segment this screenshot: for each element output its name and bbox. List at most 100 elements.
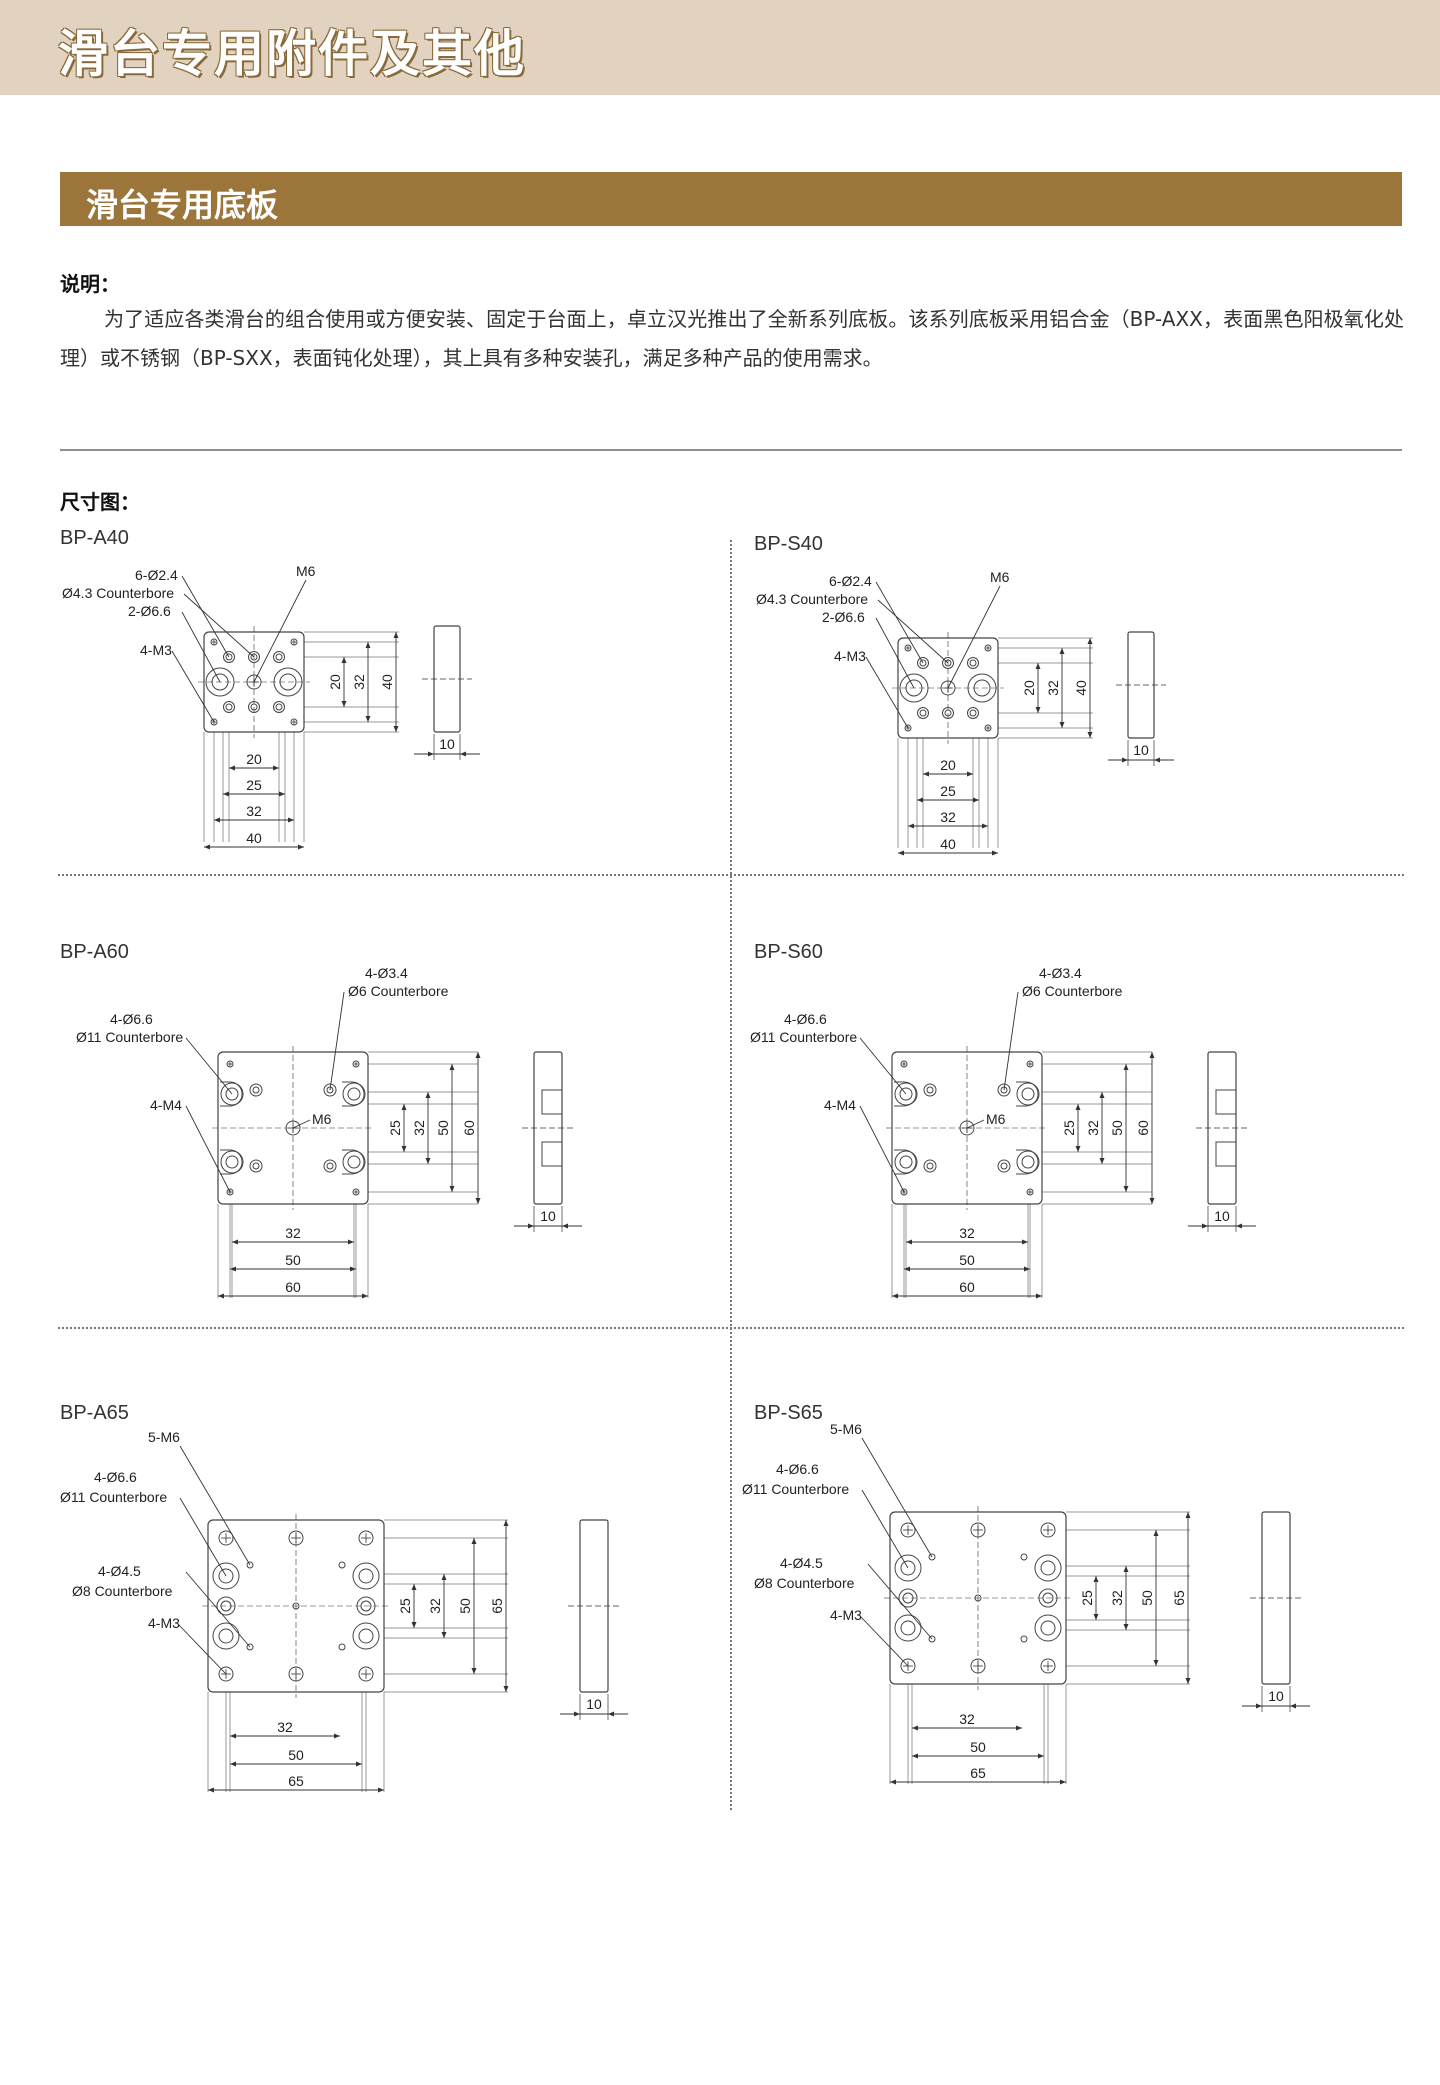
bp-a65-dim-v-0: 25 — [397, 1598, 413, 1614]
bp-a60-dim-h-2: 60 — [285, 1279, 301, 1295]
bp-a60-dim-v-3: 60 — [461, 1120, 477, 1136]
bp-s40-label-holes-a-cb: Ø4.3 Counterbore — [756, 591, 868, 607]
bp-a40-label-holes-a-cb: Ø4.3 Counterbore — [62, 585, 174, 601]
bp-s60-dim-h-2: 60 — [959, 1279, 975, 1295]
bp-s40-dim-thickness: 10 — [1133, 742, 1149, 758]
bp-a40-dim-thickness: 10 — [439, 736, 455, 752]
bp-a65-label-holes-a-cb: Ø11 Counterbore — [60, 1489, 167, 1505]
bp-s60-dim-v-1: 32 — [1085, 1120, 1101, 1136]
bp-s65-label-holes-c: 4-M3 — [830, 1607, 862, 1623]
bp-a65-dim-v-1: 32 — [427, 1598, 443, 1614]
bp-s65-dim-v-0: 25 — [1079, 1590, 1095, 1606]
bp-a65-dim-h-2: 65 — [288, 1773, 304, 1789]
bp-a65-dim-h-1: 50 — [288, 1747, 304, 1763]
bp-a40-dim-h-2: 32 — [246, 803, 262, 819]
bp-a65-label-holes-b-cb: Ø8 Counterbore — [72, 1583, 173, 1599]
bp-a40-label-holes-c: 4-M3 — [140, 642, 172, 658]
model-label-bp-s60: BP-S60 — [754, 941, 823, 963]
bp-a40-dim-h-3: 40 — [246, 830, 262, 846]
bp-s65-label-holes-a: 4-Ø6.6 — [776, 1461, 819, 1477]
bp-s40-label-holes-a: 6-Ø2.4 — [829, 573, 872, 589]
bp-s40-dim-h-2: 32 — [940, 809, 956, 825]
bp-a40-dim-v-2: 40 — [379, 674, 395, 690]
bp-s40-dim-h-3: 40 — [940, 836, 956, 852]
column-divider — [730, 540, 732, 1810]
bp-a60-label-center: M6 — [312, 1111, 332, 1127]
bp-s60-label-holes-a-cb: Ø6 Counterbore — [1022, 983, 1123, 999]
drawing-bp-s40: 6-Ø2.4Ø4.3 Counterbore 2-Ø6.6 4-M3 M6 20 32 40… — [756, 569, 1174, 856]
drawing-bp-a40: 6-Ø2.4Ø4.3 Counterbore 2-Ø6.6 4-M3 M6 20 32 40… — [62, 563, 480, 850]
section-title: 滑台专用底板 — [86, 186, 279, 224]
bp-a65-label-holes-c: 4-M3 — [148, 1615, 180, 1631]
bp-s65-label-holes-b: 4-Ø4.5 — [780, 1555, 823, 1571]
bp-a65-label-holes-top: 5-M6 — [148, 1429, 180, 1445]
model-label-bp-a40: BP-A40 — [60, 527, 129, 549]
section-divider — [60, 449, 1402, 451]
model-label-bp-s65: BP-S65 — [754, 1402, 823, 1424]
page-title: 滑台专用附件及其他 — [58, 25, 526, 83]
bp-a65-label-holes-b: 4-Ø4.5 — [98, 1563, 141, 1579]
description-text: 为了适应各类滑台的组合使用或方便安装、固定于台面上，卓立汉光推出了全新系列底板。… — [60, 307, 1404, 370]
bp-s40-label-holes-c: 4-M3 — [834, 648, 866, 664]
header-band — [0, 0, 1440, 95]
bp-a60-dim-thickness: 10 — [540, 1208, 556, 1224]
bp-s40-dim-v-1: 32 — [1045, 680, 1061, 696]
bp-s40-dim-v-0: 20 — [1021, 680, 1037, 696]
bp-a60-label-holes-b-cb: Ø11 Counterbore — [76, 1029, 183, 1045]
bp-a40-dim-v-1: 32 — [351, 674, 367, 690]
model-label-bp-a65: BP-A65 — [60, 1402, 129, 1424]
bp-a60-dim-v-2: 50 — [435, 1120, 451, 1136]
bp-a40-label-center: M6 — [296, 563, 316, 579]
bp-s65-dim-v-3: 65 — [1171, 1590, 1187, 1606]
bp-s40-label-center: M6 — [990, 569, 1010, 585]
bp-a65-dim-v-3: 65 — [489, 1598, 505, 1614]
bp-s60-label-holes-a: 4-Ø3.4 — [1039, 965, 1082, 981]
bp-s65-label-holes-top: 5-M6 — [830, 1421, 862, 1437]
model-label-bp-a60: BP-A60 — [60, 941, 129, 963]
bp-s60-dim-v-3: 60 — [1135, 1120, 1151, 1136]
bp-a40-dim-h-1: 25 — [246, 777, 262, 793]
bp-a40-dim-h-0: 20 — [246, 751, 262, 767]
bp-s60-dim-thickness: 10 — [1214, 1208, 1230, 1224]
bp-s60-label-center: M6 — [986, 1111, 1006, 1127]
bp-s65-dim-thickness: 10 — [1268, 1688, 1284, 1704]
bp-a60-label-holes-a: 4-Ø3.4 — [365, 965, 408, 981]
bp-a60-label-holes-b: 4-Ø6.6 — [110, 1011, 153, 1027]
bp-s40-dim-h-1: 25 — [940, 783, 956, 799]
section-bar: 滑台专用底板 — [60, 172, 1402, 226]
bp-a60-dim-h-0: 32 — [285, 1225, 301, 1241]
bp-a60-label-holes-a-cb: Ø6 Counterbore — [348, 983, 449, 999]
bp-s60-dim-v-2: 50 — [1109, 1120, 1125, 1136]
dimensions-label: 尺寸图： — [60, 490, 140, 514]
bp-a60-label-holes-c: 4-M4 — [150, 1097, 182, 1113]
bp-a65-label-holes-a: 4-Ø6.6 — [94, 1469, 137, 1485]
bp-a65-dim-v-2: 50 — [457, 1598, 473, 1614]
bp-s60-label-holes-b: 4-Ø6.6 — [784, 1011, 827, 1027]
bp-s65-dim-h-2: 65 — [970, 1765, 986, 1781]
bp-a40-dim-v-0: 20 — [327, 674, 343, 690]
bp-a40-label-holes-b: 2-Ø6.6 — [128, 603, 171, 619]
bp-s60-dim-h-1: 50 — [959, 1252, 975, 1268]
bp-s65-dim-v-1: 32 — [1109, 1590, 1125, 1606]
bp-s40-dim-v-2: 40 — [1073, 680, 1089, 696]
bp-s40-label-holes-b: 2-Ø6.6 — [822, 609, 865, 625]
bp-a65-dim-h-0: 32 — [277, 1719, 293, 1735]
bp-s60-label-holes-c: 4-M4 — [824, 1097, 856, 1113]
bp-s60-label-holes-b-cb: Ø11 Counterbore — [750, 1029, 857, 1045]
bp-s65-dim-h-0: 32 — [959, 1711, 975, 1727]
bp-s65-dim-h-1: 50 — [970, 1739, 986, 1755]
bp-s65-label-holes-b-cb: Ø8 Counterbore — [754, 1575, 855, 1591]
bp-s65-dim-v-2: 50 — [1139, 1590, 1155, 1606]
model-label-bp-s40: BP-S40 — [754, 533, 823, 555]
bp-a40-label-holes-a: 6-Ø2.4 — [135, 567, 178, 583]
bp-s40-dim-h-0: 20 — [940, 757, 956, 773]
bp-a60-dim-v-1: 32 — [411, 1120, 427, 1136]
bp-s60-dim-h-0: 32 — [959, 1225, 975, 1241]
bp-s65-label-holes-a-cb: Ø11 Counterbore — [742, 1481, 849, 1497]
bp-a65-dim-thickness: 10 — [586, 1696, 602, 1712]
